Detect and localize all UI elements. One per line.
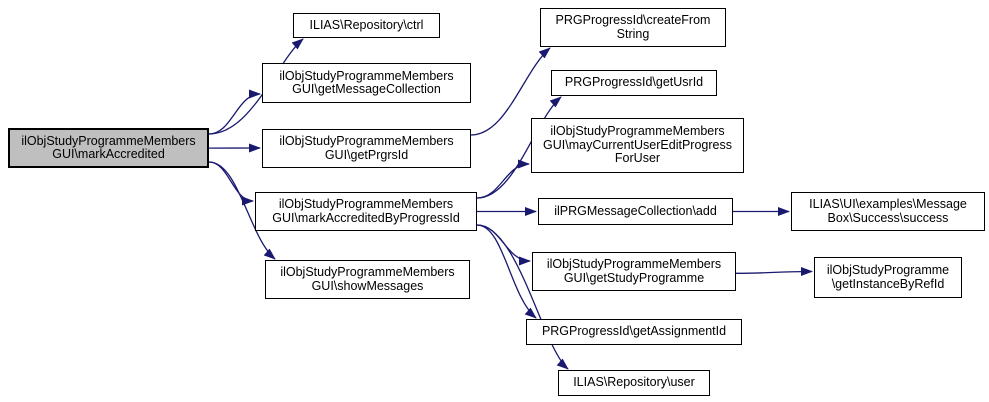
graph-node-label: Box\Success\success (827, 210, 949, 225)
graph-node-label: ilObjStudyProgrammeMembers (21, 133, 196, 148)
graph-node-label: GUI\mayCurrentUserEditProgress (543, 137, 732, 152)
graph-node-label: GUI\markAccreditedByProgressId (272, 210, 460, 225)
graph-node-label: String (616, 26, 650, 41)
graph-node-label: ilObjStudyProgrammeMembers (550, 124, 725, 139)
graph-node-label: PRGProgressId\getUsrId (564, 75, 704, 90)
graph-node-label: ilObjStudyProgramme (826, 263, 950, 277)
call-edge-markAccreditedByProgressId-to-user (476, 224, 569, 370)
call-edge-markAccreditedByProgressId-to-mayCurrentUserEditProgressForUser (476, 159, 530, 199)
graph-node-label: GUI\getStudyProgramme (563, 270, 705, 285)
graph-node-label: ILIAS\Repository\ctrl (309, 17, 424, 32)
graph-node-ctrl[interactable]: ILIAS\Repository\ctrl (293, 13, 440, 38)
graph-node-getUsrId[interactable]: PRGProgressId\getUsrId (551, 70, 717, 96)
call-edge-markAccredited-to-showMessages (208, 161, 276, 260)
graph-node-label: GUI\getMessageCollection (292, 82, 441, 96)
call-edge-getStudyProgramme-to-getInstanceByRefId (735, 267, 813, 277)
graph-node-label: ILIAS\UI\examples\Message (809, 197, 967, 211)
graph-node-label: ilObjStudyProgrammeMembers (278, 197, 454, 211)
graph-node-label: GUI\getPrgrsId (324, 147, 409, 162)
graph-node-label: GUI\showMessages (311, 278, 424, 293)
graph-node-label: PRGProgressId\createFrom (555, 13, 711, 27)
graph-node-label: ilObjStudyProgrammeMembers (546, 257, 722, 271)
graph-node-getInstanceByRefId[interactable]: ilObjStudyProgramme\getInstanceByRefId (814, 257, 962, 298)
graph-node-label: PRGProgressId\getAssignmentId (541, 324, 727, 339)
graph-node-label: ilObjStudyProgrammeMembers (279, 134, 454, 148)
graph-node-label: ForUser (614, 151, 661, 166)
graph-node-label: ilObjStudyProgrammeMembers (279, 68, 454, 83)
graph-node-getAssignmentId[interactable]: PRGProgressId\getAssignmentId (526, 319, 742, 345)
call-edge-markAccredited-to-getMessageCollection (208, 89, 261, 135)
graph-node-add[interactable]: ilPRGMessageCollection\add (538, 198, 733, 225)
call-edge-markAccreditedByProgressId-to-getAssignmentId (476, 224, 537, 319)
graph-node-label: GUI\markAccredited (52, 147, 165, 161)
graph-node-label: ilPRGMessageCollection\add (554, 203, 717, 218)
call-edge-markAccredited-to-markAccreditedByProgressId (208, 161, 254, 206)
graph-node-label: \getInstanceByRefId (831, 276, 945, 291)
graph-node-user[interactable]: ILIAS\Repository\user (558, 370, 710, 396)
graph-node-label: ILIAS\Repository\user (573, 375, 695, 390)
call-edge-getPrgrsId-to-createFromString (470, 47, 551, 136)
graph-node-label: ilObjStudyProgrammeMembers (280, 265, 455, 279)
